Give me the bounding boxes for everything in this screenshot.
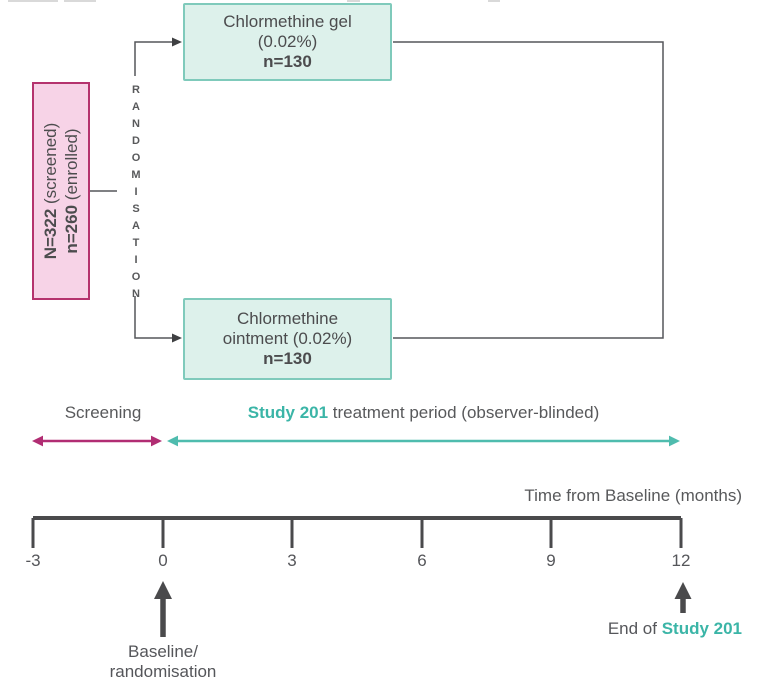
treatment-arrow-right-head-icon [669, 435, 680, 447]
end-of-prefix: End of [607, 619, 662, 638]
end-up-arrow-head-icon [674, 582, 692, 599]
enrollment-box-text: N=322 (screened) n=260 (enrolled) [40, 123, 82, 260]
arm-box-gel: Chlormethine gel (0.02%) n=130 [183, 3, 392, 81]
tick-label-neg3: -3 [25, 551, 41, 570]
treatment-period-text: treatment period (observer-blinded) [328, 403, 600, 422]
screened-line: N=322 (screened) [41, 122, 60, 260]
treatment-arrow-left-head-icon [167, 435, 178, 447]
time-axis-label: Time from Baseline (months) [524, 486, 742, 505]
treatment-period-label: Study 201 treatment period (observer-bli… [167, 403, 680, 423]
cropped-caption-artifact [8, 0, 58, 2]
ointment-n-line: n=130 [263, 349, 312, 368]
end-study-name: Study 201 [661, 619, 742, 638]
cropped-caption-artifact [347, 0, 360, 2]
screening-period-label: Screening [64, 403, 142, 422]
ointment-arrowhead-icon [172, 333, 182, 343]
baseline-line2: randomisation [109, 662, 217, 681]
randomisation-label: RANDOMISATION [130, 84, 142, 305]
randomisation-to-gel-connector [134, 41, 173, 76]
enrollment-box: N=322 (screened) n=260 (enrolled) [32, 82, 90, 300]
baseline-up-arrow-head-icon [154, 581, 172, 599]
enrolled-line: n=260 (enrolled) [62, 128, 81, 254]
end-of-study-label: End of Study 201 [555, 619, 742, 639]
screening-arrow-right-head-icon [151, 435, 162, 447]
arms-right-bracket [393, 41, 664, 339]
tick-label-12: 12 [671, 551, 691, 570]
gel-n-line: n=130 [263, 52, 312, 71]
cropped-caption-artifact [488, 0, 500, 2]
gel-name-line: Chlormethine gel [223, 12, 352, 31]
cropped-caption-artifact [64, 0, 96, 2]
timeline-ticks [31, 518, 683, 548]
gel-dose-line: (0.02%) [257, 32, 318, 51]
tick-label-3: 3 [287, 551, 297, 570]
arm-box-ointment: Chlormethine ointment (0.02%) n=130 [183, 298, 392, 380]
gel-arrowhead-icon [172, 37, 182, 47]
tick-label-9: 9 [546, 551, 556, 570]
ointment-dose-line: ointment (0.02%) [222, 329, 353, 348]
randomisation-to-ointment-connector [134, 296, 173, 339]
tick-label-0: 0 [158, 551, 168, 570]
baseline-line1: Baseline/ [128, 642, 198, 661]
screening-arrow-left-head-icon [32, 435, 43, 447]
treatment-study-name: Study 201 [247, 403, 329, 422]
tick-label-6: 6 [417, 551, 427, 570]
baseline-randomisation-label: Baseline/ randomisation [83, 642, 243, 682]
ointment-name-line: Chlormethine [236, 309, 339, 328]
